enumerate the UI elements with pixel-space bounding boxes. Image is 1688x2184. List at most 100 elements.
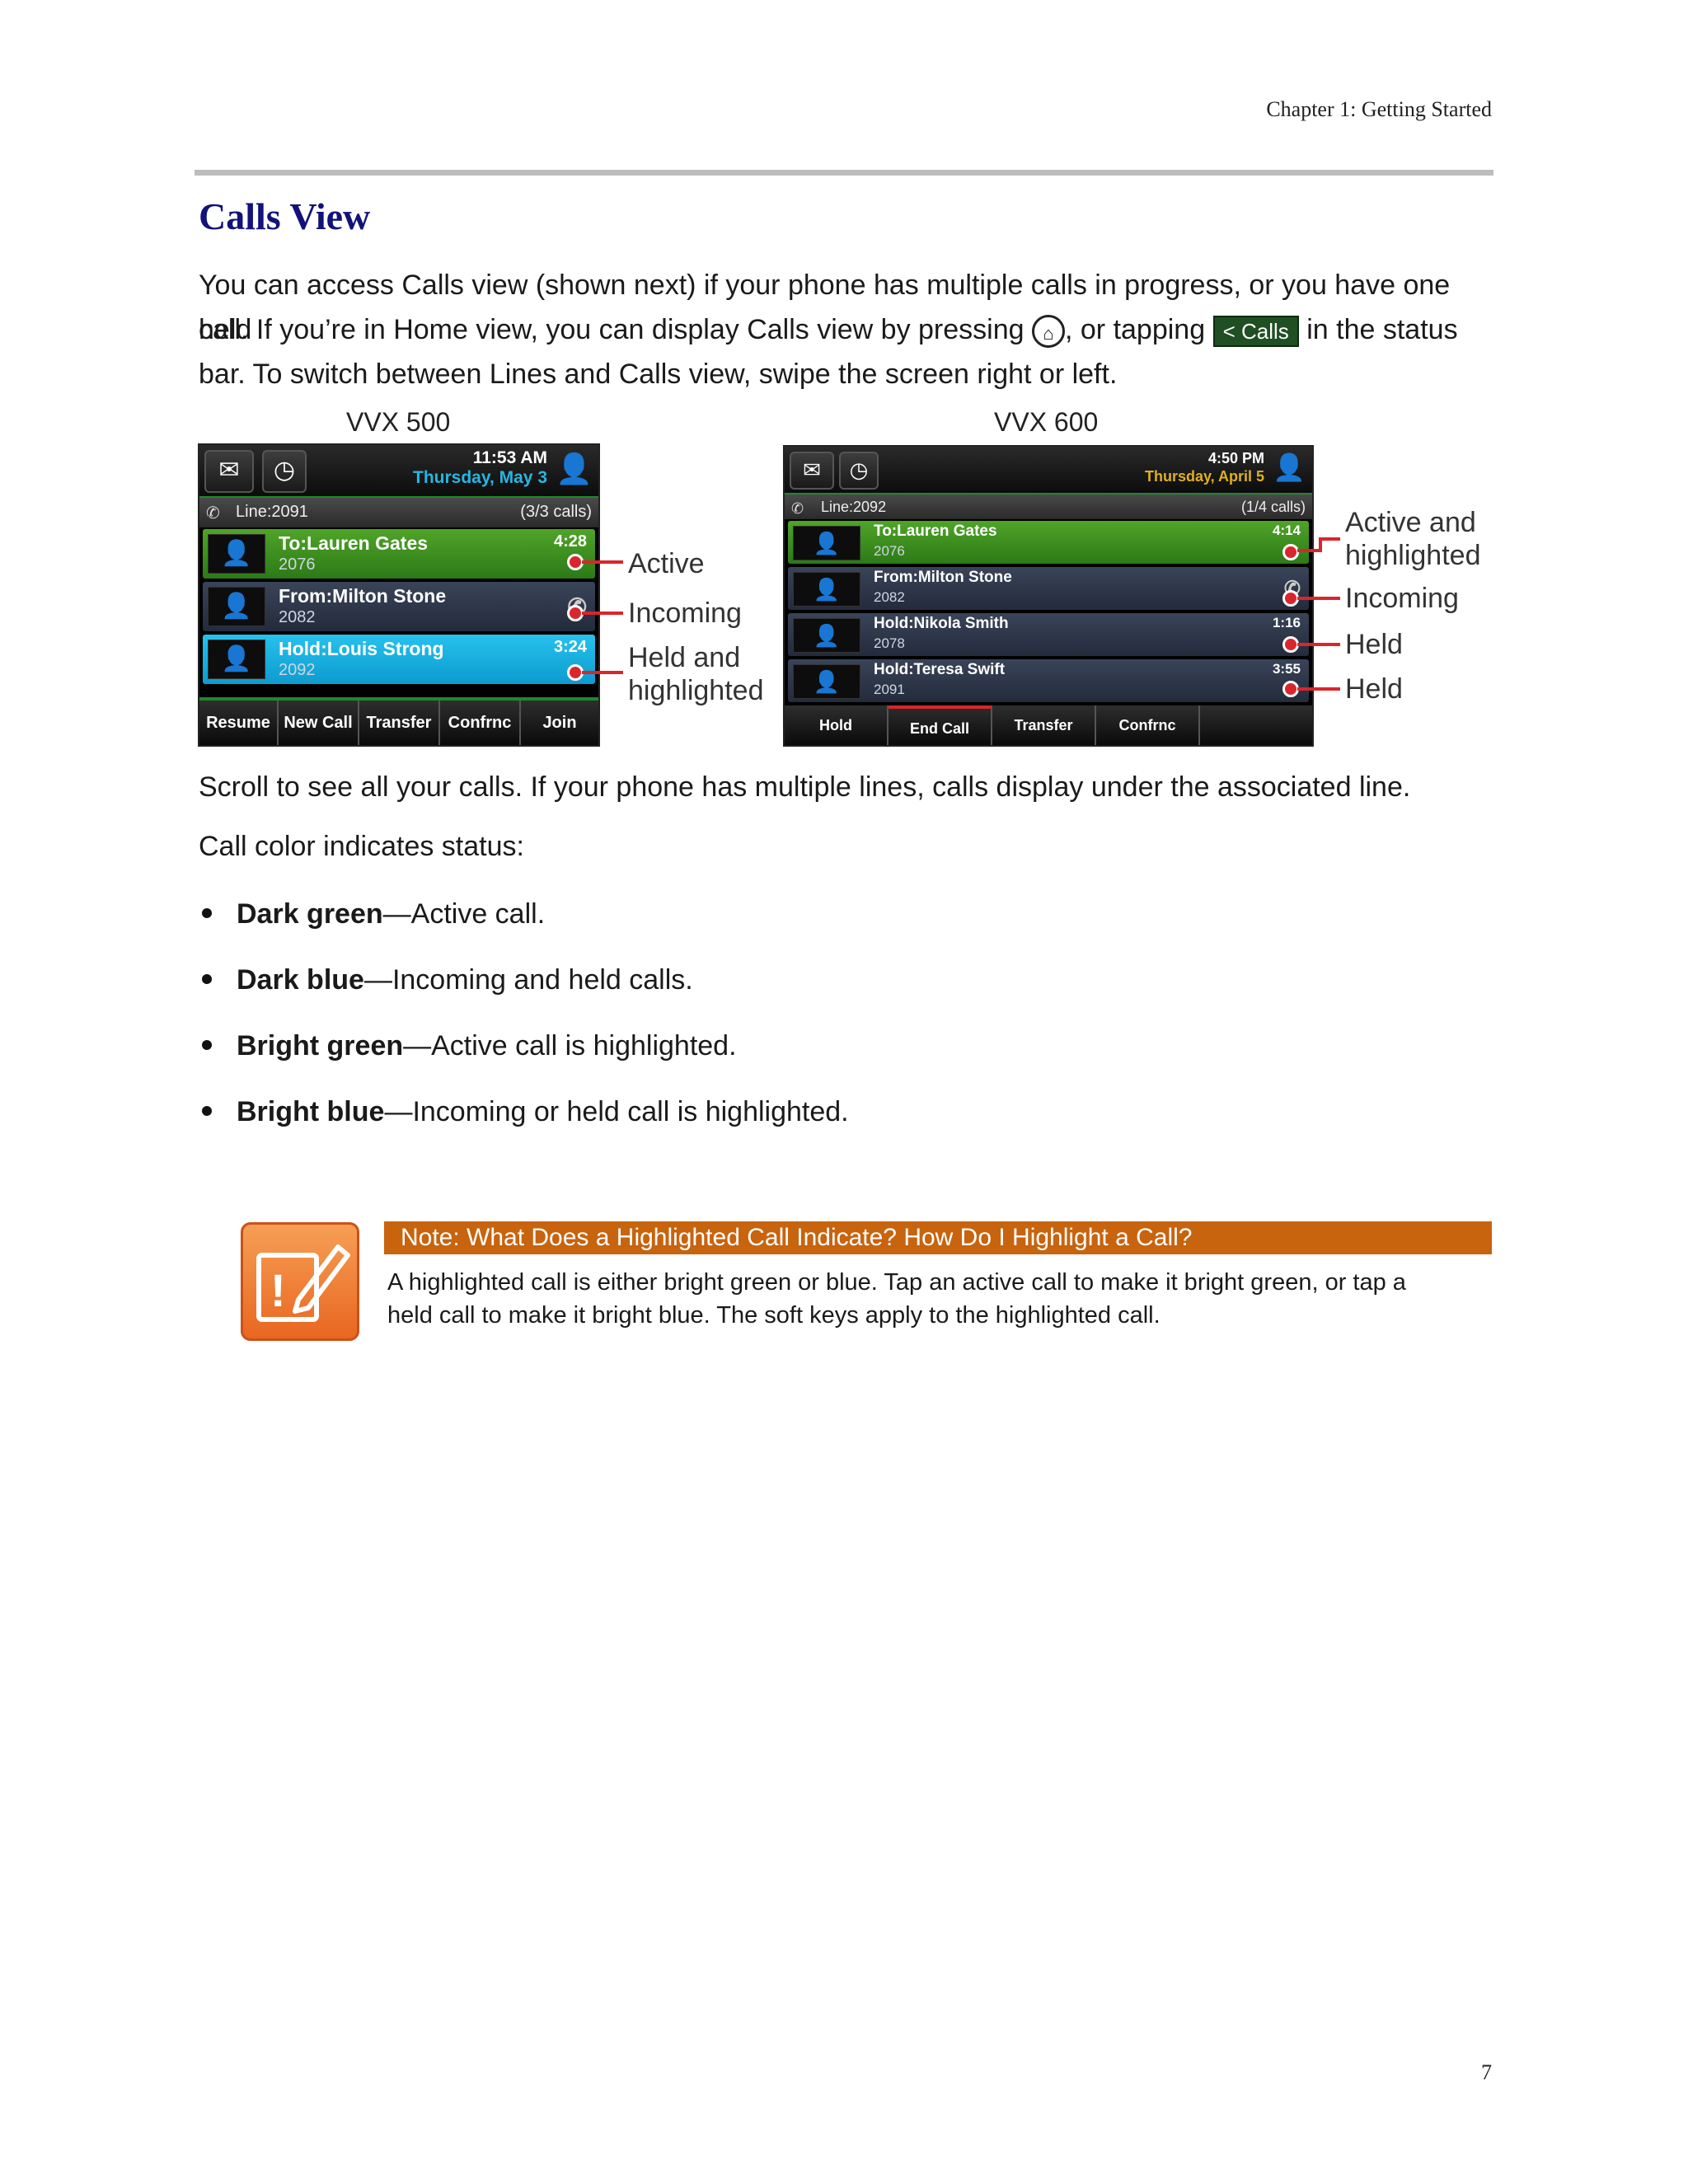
phone-icon: ✆	[791, 500, 804, 517]
callout-active: Active	[628, 548, 705, 579]
vvx500-call-2-number: 2082	[279, 608, 316, 626]
vvx500-call-row-2: 👤 From:Milton Stone 2082 ✆	[203, 582, 595, 631]
vvx500-call-1-number: 2076	[279, 555, 316, 574]
bullet-desc: —Incoming or held call is highlighted.	[384, 1096, 849, 1127]
caller-avatar-icon: 👤	[793, 526, 860, 560]
clock-icon: ◷	[839, 452, 879, 490]
bullet-term: Bright green	[237, 1030, 404, 1062]
svg-text:!: !	[270, 1264, 286, 1316]
list-item: Dark blue—Incoming and held calls.	[199, 964, 693, 996]
bullet-dot	[202, 908, 212, 919]
vvx600-call-row-1: 👤 To:Lauren Gates 2076 4:14	[788, 521, 1309, 564]
callout-line-active-highlighted-h	[1319, 537, 1340, 541]
home-icon: ⌂	[1032, 315, 1065, 349]
vvx600-status-bar: ✉ ◷ 4:50 PM Thursday, April 5 👤	[785, 447, 1312, 493]
vvx600-call-row-2: 👤 From:Milton Stone 2082 ✆	[788, 567, 1309, 610]
scroll-text: Scroll to see all your calls. If your ph…	[199, 771, 1411, 803]
callout-active-and: Active and	[1345, 507, 1476, 538]
vvx500-line-row: ✆ Line:2091 (3/3 calls)	[199, 496, 598, 527]
caller-avatar-icon: 👤	[793, 664, 860, 699]
softkey-end-call: End Call	[889, 705, 992, 745]
note-body: A highlighted call is either bright gree…	[387, 1266, 1492, 1332]
vvx500-call-3-number: 2092	[279, 661, 316, 679]
softkey-confrnc: Confrnc	[1096, 705, 1200, 745]
vvx600-call-1-time: 4:14	[1272, 523, 1301, 538]
bullet-desc: —Incoming and held calls.	[363, 964, 693, 996]
callout-dot-held-2	[1282, 681, 1299, 697]
bullet-term: Bright blue	[237, 1096, 385, 1127]
vvx600-call-1-number: 2076	[874, 543, 905, 559]
vvx500-call-1-time: 4:28	[553, 532, 587, 551]
vvx600-softkeys: Hold End Call Transfer Confrnc	[785, 705, 1312, 745]
callout-line-held-highlighted	[582, 671, 623, 674]
vvx600-call-row-4: 👤 Hold:Teresa Swift 2091 3:55	[788, 659, 1309, 702]
vvx500-call-3-time: 3:24	[553, 638, 587, 656]
callout-highlighted: highlighted	[628, 675, 764, 706]
caller-avatar-icon: 👤	[208, 640, 265, 679]
callout-dot-incoming-600	[1282, 590, 1299, 607]
callout-dot-active	[567, 554, 584, 570]
vvx600-call-3-name: Hold:Nikola Smith	[874, 615, 1009, 632]
callout-incoming: Incoming	[628, 598, 742, 629]
callout-line-active-highlighted	[1297, 549, 1322, 552]
vvx500-label: VVX 500	[346, 407, 451, 437]
vvx600-call-4-time: 3:55	[1272, 661, 1301, 677]
callout-held-and: Held and	[628, 642, 741, 673]
vvx600-call-count: (1/4 calls)	[1240, 499, 1306, 515]
vvx600-line-label: Line:2092	[821, 499, 887, 515]
vvx500-call-2-name: From:Milton Stone	[279, 585, 447, 607]
callout-highlighted-600: highlighted	[1345, 540, 1481, 571]
vvx600-time: 4:50 PM	[1207, 450, 1264, 466]
vvx500-call-count: (3/3 calls)	[520, 503, 592, 521]
softkey-new-call: New Call	[279, 701, 359, 745]
vvx600-screen: ✉ ◷ 4:50 PM Thursday, April 5 👤 ✆ Line:2…	[783, 445, 1314, 747]
vvx500-call-row-3: 👤 Hold:Louis Strong 2092 3:24	[203, 635, 595, 684]
intro-line-2c: in the status	[1306, 314, 1458, 345]
callout-dot-incoming	[567, 605, 584, 621]
user-avatar-icon: 👤	[556, 452, 593, 485]
intro-line-2: call. If you’re in Home view, you can di…	[199, 307, 1501, 352]
intro-line-1: You can access Calls view (shown next) i…	[199, 269, 1451, 345]
vvx600-label: VVX 600	[994, 407, 1099, 437]
bullet-term: Dark green	[237, 898, 383, 930]
phone-icon: ✆	[206, 504, 220, 523]
caller-avatar-icon: 👤	[208, 587, 265, 626]
vvx600-call-3-number: 2078	[874, 635, 905, 651]
softkey-confrnc: Confrnc	[440, 701, 521, 745]
callout-line-held-2	[1297, 687, 1340, 691]
vvx500-softkeys: Resume New Call Transfer Confrnc Join	[199, 697, 598, 745]
intro-line-3: bar. To switch between Lines and Calls v…	[199, 359, 1118, 390]
softkey-hold: Hold	[785, 705, 889, 745]
vvx600-call-3-time: 1:16	[1272, 615, 1301, 630]
note-body-line-2: held call to make it bright blue. The so…	[387, 1302, 1160, 1329]
user-avatar-icon: 👤	[1273, 452, 1306, 482]
vvx500-date: Thursday, May 3	[413, 468, 547, 487]
list-item: Dark green—Active call.	[199, 898, 545, 930]
intro-line-2a: call. If you’re in Home view, you can di…	[199, 314, 1025, 345]
note-title-bar: Note: What Does a Highlighted Call Indic…	[384, 1221, 1492, 1254]
softkey-join: Join	[542, 714, 577, 732]
vvx500-call-row-1: 👤 To:Lauren Gates 2076 4:28	[203, 529, 595, 579]
vvx500-screen: ✉ ◷ 11:53 AM Thursday, May 3 👤 ✆ Line:20…	[198, 443, 600, 747]
chapter-header: Chapter 1: Getting Started	[1266, 97, 1492, 121]
vvx600-call-2-number: 2082	[874, 589, 905, 605]
vvx600-line-row: ✆ Line:2092 (1/4 calls)	[785, 493, 1312, 519]
note-body-line-1: A highlighted call is either bright gree…	[387, 1269, 1406, 1296]
bullet-dot	[202, 974, 212, 985]
messages-icon: ✉	[204, 450, 254, 493]
callout-held-2: Held	[1345, 673, 1403, 705]
caller-avatar-icon: 👤	[793, 572, 860, 607]
softkey-transfer: Transfer	[992, 705, 1096, 745]
vvx600-call-4-number: 2091	[874, 682, 905, 697]
header-rule	[195, 170, 1493, 176]
vvx500-call-3-name: Hold:Louis Strong	[279, 638, 444, 659]
callout-line-held-1	[1297, 643, 1340, 646]
note-title: Note: What Does a Highlighted Call Indic…	[401, 1224, 1193, 1251]
vvx600-call-2-name: From:Milton Stone	[874, 569, 1012, 586]
caller-avatar-icon: 👤	[793, 618, 860, 653]
status-intro: Call color indicates status:	[199, 831, 524, 862]
vvx600-call-4-name: Hold:Teresa Swift	[874, 661, 1006, 678]
calls-status-button: < Calls	[1212, 316, 1299, 348]
callout-incoming-600: Incoming	[1345, 583, 1459, 614]
clock-icon: ◷	[262, 450, 307, 493]
